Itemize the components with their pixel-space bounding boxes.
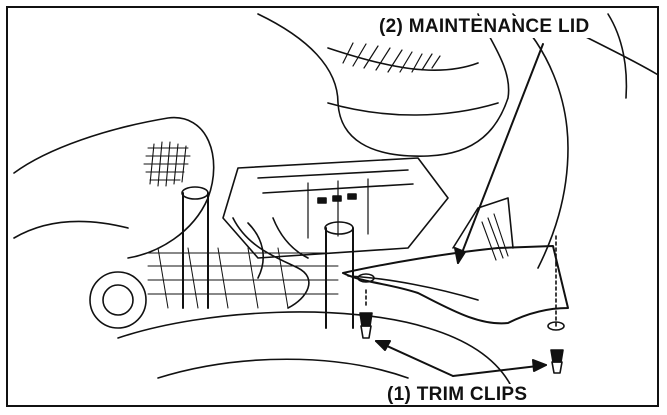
hatched-panel-top: [342, 42, 441, 73]
headlight: [89, 271, 147, 329]
front-fender: [117, 311, 519, 404]
trim-clips-callout: (1) TRIM CLIPS: [384, 384, 531, 405]
leader-arrows: [375, 43, 547, 377]
fork-tube-right: [325, 227, 354, 329]
hatched-floor: [147, 247, 339, 309]
wiring: [232, 217, 310, 309]
hatched-panel-left: [143, 141, 191, 187]
trim-clip-right: [550, 349, 564, 374]
left-panel: [13, 116, 215, 259]
maintenance-lid: [342, 245, 569, 325]
illustration-frame: (2) MAINTENANCE LID (1) TRIM CLIPS: [6, 6, 659, 407]
maintenance-lid-callout: (2) MAINTENANCE LID: [376, 16, 593, 38]
fork-tube-left: [182, 192, 209, 309]
trim-clip-left: [359, 312, 373, 339]
scooter-maintenance-illustration: [13, 13, 657, 404]
instrument-panel: [222, 157, 449, 259]
body-cowl: [257, 13, 510, 157]
